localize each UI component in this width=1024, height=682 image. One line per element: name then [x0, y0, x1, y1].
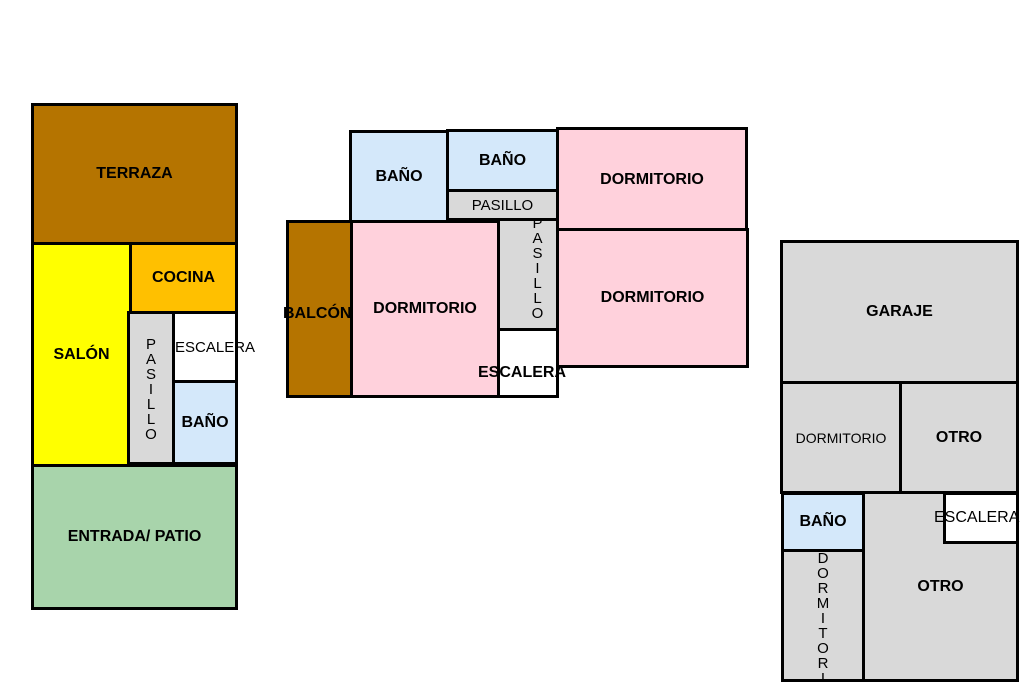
room-pasillo-horizontal: PASILLO — [446, 189, 559, 221]
room-label: PASILLO — [142, 335, 160, 441]
room-label: DORMITORIO — [600, 170, 704, 188]
room-label: TERRAZA — [96, 165, 173, 182]
room-label: PASILLO — [529, 215, 546, 320]
room-label: BAÑO — [181, 413, 229, 431]
room-label: BAÑO — [799, 513, 847, 530]
room-dormitorio-left: DORMITORIO — [350, 220, 500, 398]
room-cocina: COCINA — [129, 242, 238, 314]
room-label: DORMITORIO — [373, 300, 477, 317]
room-dormitorio-right: DORMITORIO — [556, 228, 749, 368]
room-label: GARAJE — [866, 303, 933, 320]
room-pasillo-vertical: PASILLO — [497, 215, 559, 331]
room-label: ESCALERA — [175, 338, 256, 356]
room-pasillo: PASILLO — [127, 311, 175, 465]
room-salon: SALÓN — [31, 242, 132, 468]
room-label: DORMITORIO — [600, 289, 705, 306]
room-label: DORMITORIO — [795, 429, 887, 446]
room-label: DORMITORI — [814, 550, 832, 682]
room-escalera: ESCALERA — [934, 492, 1019, 544]
room-balcon: BALCÓN — [283, 220, 353, 398]
room-bano-1: BAÑO — [349, 130, 449, 223]
room-bano: BAÑO — [781, 492, 865, 552]
room-label: ESCALERA — [934, 509, 1020, 526]
room-garaje: GARAJE — [780, 240, 1019, 384]
room-terraza: TERRAZA — [31, 103, 238, 245]
room-otro-1: OTRO — [899, 381, 1019, 494]
room-label: BAÑO — [375, 167, 423, 185]
room-dormitorio-top: DORMITORIO — [556, 127, 748, 232]
room-label: BALCÓN — [283, 305, 352, 322]
room-label: PASILLO — [471, 196, 534, 214]
room-escalera: ESCALERA — [478, 328, 566, 398]
room-label: OTRO — [917, 577, 964, 595]
room-bano-2: BAÑO — [446, 129, 559, 192]
room-label: ESCALERA — [478, 364, 567, 381]
room-escalera: ESCALERA — [172, 311, 255, 383]
room-label: SALÓN — [53, 346, 110, 363]
room-label: ENTRADA/ PATIO — [67, 528, 202, 545]
room-dormitorio-vertical: DORMITORI — [781, 549, 865, 682]
room-entrada-patio: ENTRADA/ PATIO — [31, 464, 238, 610]
room-bano: BAÑO — [172, 380, 238, 465]
room-dormitorio: DORMITORIO — [780, 381, 902, 494]
room-label: COCINA — [151, 269, 216, 286]
room-label: OTRO — [935, 428, 983, 446]
room-label: BAÑO — [478, 151, 527, 169]
